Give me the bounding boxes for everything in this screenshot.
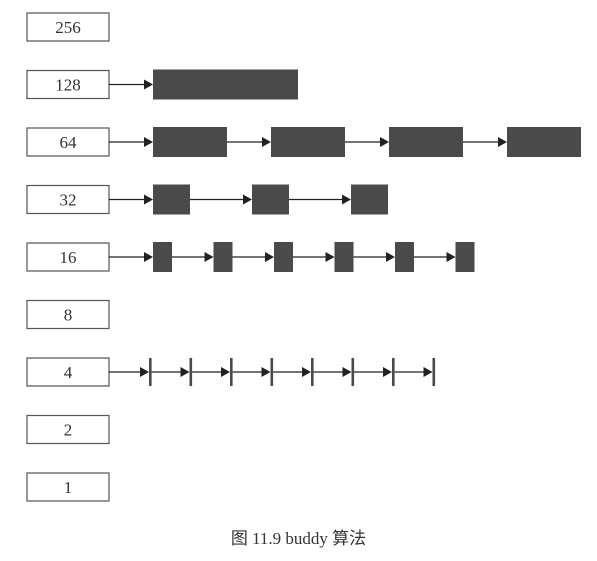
row-64-block-0	[153, 127, 227, 157]
row-16-arrowhead-4	[386, 252, 395, 262]
row-4-block-6	[392, 358, 395, 386]
row-128-label-box	[26, 69, 110, 100]
row-16-block-0	[153, 242, 172, 272]
row-128-block-0	[153, 69, 298, 100]
row-64-label: 64	[60, 133, 78, 152]
row-32-block-2	[351, 184, 388, 215]
row-64-arrowhead-3	[498, 137, 507, 147]
row-4-block-2	[230, 358, 233, 386]
row-4-arrowhead-2	[221, 367, 230, 377]
row-4-arrowhead-4	[302, 367, 311, 377]
row-16-block-1	[213, 242, 233, 272]
row-64-arrowhead-2	[380, 137, 389, 147]
row-64-arrowhead-0	[144, 137, 153, 147]
row-16-label: 16	[60, 248, 77, 267]
row-16-block-4	[395, 242, 414, 272]
row-32-block-0	[153, 184, 190, 215]
row-64-arrowhead-1	[262, 137, 271, 147]
row-2-label-box	[26, 414, 110, 445]
row-32-arrowhead-1	[243, 194, 252, 205]
row-4-label: 4	[64, 363, 73, 382]
row-4-arrowhead-3	[261, 367, 271, 377]
row-4-label-box	[26, 357, 110, 387]
row-64-block-2	[389, 127, 463, 157]
row-16-arrowhead-0	[144, 252, 153, 262]
row-4-block-1	[189, 358, 193, 386]
row-4-arrowhead-5	[342, 367, 352, 377]
row-16-block-3	[334, 242, 354, 272]
row-128-arrowhead-0	[144, 79, 153, 90]
row-64-block-1	[271, 127, 345, 157]
figure-caption: 图 11.9 buddy 算法	[230, 529, 367, 548]
free-list-rows: 256 128 64 32 16 8 4 2 1	[26, 12, 581, 502]
row-256-label: 256	[55, 18, 81, 37]
row-16-block-5	[455, 242, 475, 272]
row-1-label: 1	[64, 478, 73, 497]
row-4-arrowhead-1	[180, 367, 190, 377]
row-8-label: 8	[64, 306, 73, 325]
row-32-arrowhead-2	[342, 194, 351, 205]
row-16-arrowhead-3	[325, 252, 335, 262]
row-16-arrowhead-1	[204, 252, 214, 262]
row-64-block-3	[507, 127, 581, 157]
row-4-block-3	[270, 358, 274, 386]
row-16-arrowhead-5	[446, 252, 456, 262]
row-32-arrowhead-0	[144, 194, 153, 205]
row-4-block-5	[351, 358, 355, 386]
row-2-label: 2	[64, 421, 73, 440]
row-4-block-4	[311, 358, 314, 386]
row-32-block-1	[252, 184, 289, 215]
row-128-label: 128	[55, 76, 81, 95]
row-1-label-box	[26, 472, 110, 502]
row-256-label-box	[26, 12, 110, 42]
row-64-label-box	[26, 127, 110, 157]
row-16-arrowhead-2	[265, 252, 274, 262]
row-4-arrowhead-7	[423, 367, 433, 377]
row-4-arrowhead-6	[383, 367, 392, 377]
row-32-label: 32	[60, 191, 77, 210]
row-8-label-box	[26, 299, 110, 330]
row-4-arrowhead-0	[140, 367, 149, 377]
row-4-block-7	[432, 358, 436, 386]
row-4-block-0	[149, 358, 152, 386]
row-16-block-2	[274, 242, 293, 272]
